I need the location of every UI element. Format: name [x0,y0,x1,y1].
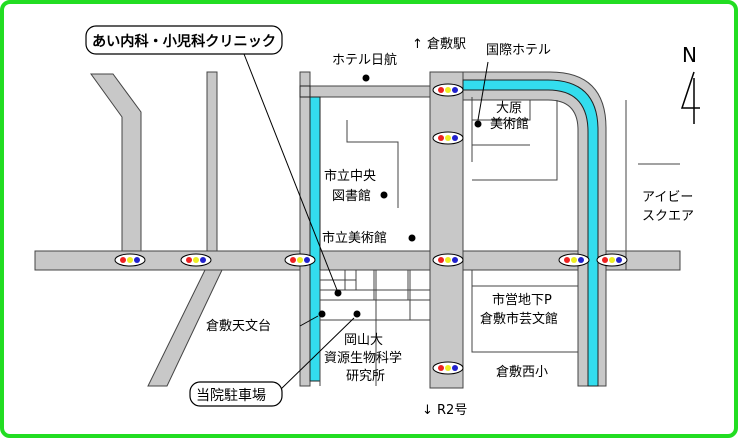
city-museum-dot [408,234,416,242]
label-nishi-elementary: 倉敷西小 [496,365,548,380]
label-parking-p-1: 市営地下P [492,292,552,308]
canal-northeast [462,79,599,387]
clinic-callout-box [85,25,283,55]
leader-lines [243,53,489,391]
hotel-nikko-road [299,85,431,98]
traffic-signal [180,253,212,267]
map-labels: ↑ 倉敷駅 ↓ R2号 ホテル日航 国際ホテル 大原 美術館 市立中央 図書館 … [206,37,694,418]
north-arrow-icon [680,71,700,124]
traffic-signal [432,131,464,145]
label-observatory: 倉敷天文台 [206,319,271,334]
traffic-signal [558,253,590,267]
label-library-1: 市立中央 [324,168,376,184]
clinic-dot [334,289,342,297]
traffic-signals [114,83,628,375]
diagonal-road-southwest [147,269,223,387]
traffic-signal [432,83,464,97]
traffic-signal [432,253,464,267]
traffic-signal [596,253,628,267]
diagonal-road-northwest [90,73,142,252]
vertical-road-west [206,71,218,252]
hotel-nikko-dot [362,74,370,82]
label-hotel-nikko: ホテル日航 [332,52,397,68]
label-okayama-1: 岡山大 [344,333,383,348]
north-south-road-clinic [299,71,311,387]
canal [299,79,599,387]
parking-dot [353,310,361,318]
label-kurashiki-station: ↑ 倉敷駅 [412,37,466,52]
label-ivy-1: アイビー [642,190,693,205]
clinic-name: あい内科・小児科クリニック [92,33,276,50]
label-library-2: 図書館 [332,189,371,204]
label-parking-p-2: 倉敷市芸文館 [480,311,558,327]
traffic-signal [284,253,316,267]
label-city-museum: 市立美術館 [322,230,387,246]
label-kokusai-hotel: 国際ホテル [486,43,551,58]
kokusai-hotel-dot [474,120,482,128]
roads [34,71,681,389]
main-north-south-road [429,71,464,389]
traffic-signal [114,253,146,267]
library-dot [380,191,388,199]
observatory-dot [318,310,326,318]
traffic-signal [432,361,464,375]
canal-north-link [299,85,311,98]
landmark-dots [318,74,482,318]
canal-west [309,96,321,382]
label-okayama-2: 資源生物科学 [324,350,402,366]
label-ivy-2: スクエア [642,209,694,224]
parking-callout-box [189,381,283,407]
label-ohara-1: 大原 [496,101,522,116]
north-label: N [682,43,697,67]
label-ohara-2: 美術館 [490,117,529,132]
north-indicator: N [680,43,700,124]
side-streets [319,97,680,386]
label-okayama-3: 研究所 [346,369,385,384]
label-r2: ↓ R2号 [422,403,467,418]
parking-label: 当院駐車場 [196,387,266,404]
